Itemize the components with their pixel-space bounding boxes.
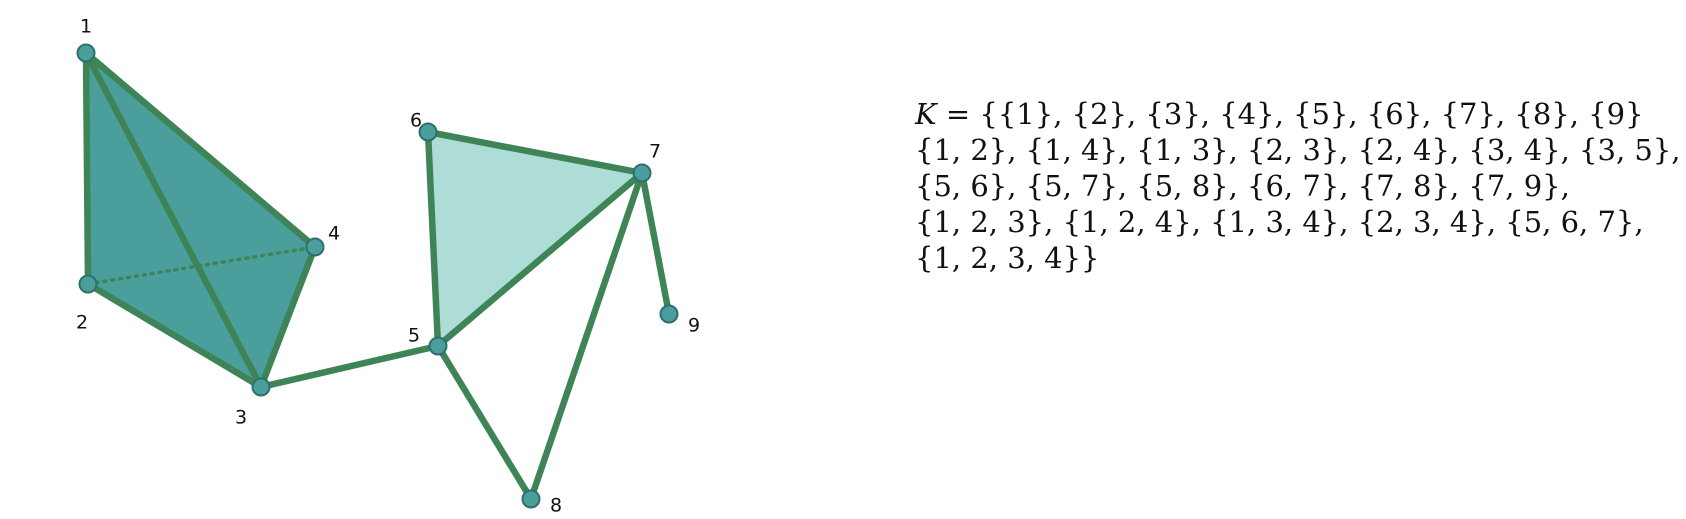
edge-5-7 <box>434 169 646 350</box>
vertex-label-7: 7 <box>649 141 661 163</box>
formula-line-3: {5, 6}, {5, 7}, {5, 8}, {6, 7}, {7, 8}, … <box>915 169 1570 203</box>
edge-3-4 <box>257 243 319 391</box>
formula-line-5: {1, 2, 3, 4}} <box>915 241 1100 275</box>
edges-layer <box>82 49 673 503</box>
vertex-label-1: 1 <box>80 16 92 38</box>
edge-1-4 <box>82 49 319 251</box>
vertex-7 <box>632 163 652 183</box>
formula-symbol: K <box>915 97 937 131</box>
edge-5-8 <box>434 342 535 503</box>
simplicial-complex-diagram: 1 2 3 4 5 6 7 8 9 <box>76 16 700 517</box>
formula-line-2: {1, 2}, {1, 4}, {1, 3}, {2, 3}, {2, 4}, … <box>915 133 1681 167</box>
edge-3-5 <box>257 342 442 391</box>
vertex-label-6: 6 <box>410 110 422 132</box>
edge-6-7 <box>424 128 646 177</box>
face-5-6-7 <box>428 132 642 346</box>
hidden-edges-layer <box>86 245 317 286</box>
face-1-3-4 <box>86 53 315 387</box>
formula-line-1-text: = {{1}, {2}, {3}, {4}, {5}, {6}, {7}, {8… <box>936 97 1644 131</box>
vertex-label-4: 4 <box>328 223 340 245</box>
edge-1-3 <box>82 49 265 391</box>
vertex-9 <box>659 304 679 324</box>
hidden-edge-2-4 <box>86 245 317 286</box>
vertex-2 <box>78 274 98 294</box>
edge-7-8 <box>527 169 646 503</box>
formula-line-1: K = {{1}, {2}, {3}, {4}, {5}, {6}, {7}, … <box>915 96 1675 132</box>
vertex-3 <box>251 377 271 397</box>
vertex-5 <box>428 336 448 356</box>
edge-7-9 <box>638 169 673 318</box>
vertex-label-5: 5 <box>408 325 420 347</box>
formula-line-4: {1, 2, 3}, {1, 2, 4}, {1, 3, 4}, {2, 3, … <box>915 205 1644 239</box>
edge-1-2 <box>82 49 92 288</box>
edge-5-6 <box>424 128 442 350</box>
complex-formula: K = {{1}, {2}, {3}, {4}, {5}, {6}, {7}, … <box>915 96 1681 276</box>
vertices-layer <box>76 43 679 509</box>
vertex-label-9: 9 <box>688 315 700 337</box>
vertex-8 <box>521 489 541 509</box>
vertex-1 <box>76 43 96 63</box>
edge-2-3 <box>84 280 265 391</box>
vertex-label-8: 8 <box>550 495 562 517</box>
vertex-labels-layer: 1 2 3 4 5 6 7 8 9 <box>76 16 700 517</box>
vertex-4 <box>305 237 325 257</box>
vertex-label-2: 2 <box>76 312 88 334</box>
vertex-6 <box>418 122 438 142</box>
faces-layer <box>86 53 642 387</box>
vertex-label-3: 3 <box>235 407 247 429</box>
